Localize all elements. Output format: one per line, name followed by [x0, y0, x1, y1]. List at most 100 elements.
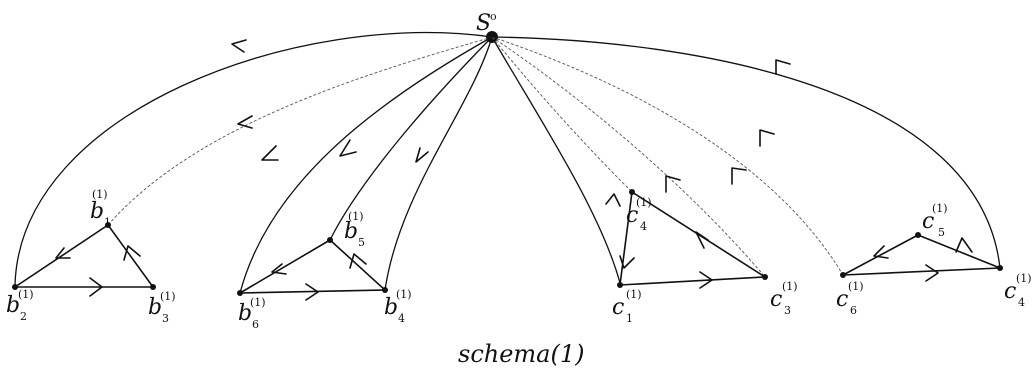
label-b5: b 5 (1) — [344, 210, 365, 249]
svg-text:(1): (1) — [782, 280, 798, 293]
node-b3 — [150, 284, 156, 290]
arrow-arc-c6 — [759, 129, 775, 147]
arrow-b5-b6 — [271, 263, 287, 275]
edge-c5-c4 — [917, 234, 1001, 269]
svg-text:4: 4 — [1018, 296, 1025, 309]
arc-source-c4 — [491, 36, 1001, 269]
edge-b6-b4 — [239, 289, 386, 294]
arrow-arc-b2 — [231, 39, 247, 53]
svg-text:5: 5 — [938, 226, 945, 239]
node-b5 — [327, 237, 333, 243]
arrow-arc-c3b — [731, 167, 747, 185]
arrow-b3-b1 — [123, 245, 141, 261]
source-label-sup: o — [490, 10, 497, 23]
label-c3: c 3 (1) — [770, 280, 798, 317]
node-c1 — [617, 282, 623, 288]
arc-source-b1 — [107, 36, 493, 226]
svg-text:(1): (1) — [160, 290, 176, 303]
node-b4 — [382, 287, 388, 293]
svg-text:(1): (1) — [848, 280, 864, 293]
arrow-arc-c3a — [665, 175, 681, 193]
label-c4a: c 4 (1) — [626, 196, 652, 233]
svg-text:(1): (1) — [92, 188, 108, 201]
arrow-b6-b4 — [305, 283, 319, 301]
arrow-c1-c3 — [699, 271, 713, 289]
svg-text:b: b — [6, 293, 20, 318]
node-c5 — [915, 232, 921, 238]
source-label: S — [476, 11, 491, 36]
arc-source-c6 — [491, 36, 844, 276]
arrow-arc-b1 — [237, 115, 253, 129]
svg-text:c: c — [612, 295, 624, 320]
svg-text:b: b — [148, 295, 162, 320]
svg-text:(1): (1) — [636, 196, 652, 209]
arrow-b2-b3 — [89, 277, 103, 297]
label-b2: b 2 (1) — [6, 288, 34, 323]
svg-text:b: b — [238, 301, 252, 326]
arrow-c4-c5 — [955, 237, 973, 253]
arrow-arc-b6 — [261, 145, 279, 161]
svg-text:b: b — [344, 219, 358, 244]
svg-text:4: 4 — [398, 312, 405, 325]
arrow-arc-c4 — [775, 59, 791, 75]
label-b3: b 3 (1) — [148, 290, 176, 325]
node-c6 — [840, 272, 846, 278]
svg-text:5: 5 — [358, 236, 365, 249]
arc-source-b2 — [14, 31, 493, 286]
svg-text:b: b — [90, 199, 104, 224]
edge-c1-c4a — [619, 191, 633, 286]
arrow-arc-b5 — [339, 139, 357, 157]
label-c4: c 4 (1) — [1004, 272, 1032, 309]
edge-b1-b3 — [107, 224, 154, 288]
node-b1 — [105, 222, 111, 228]
label-c6: c 6 (1) — [836, 280, 864, 317]
svg-text:(1): (1) — [250, 296, 266, 309]
svg-text:6: 6 — [850, 304, 857, 317]
diagram-caption: schema(1) — [458, 340, 584, 368]
node-b2 — [12, 284, 18, 290]
label-c5: c 5 (1) — [922, 202, 948, 239]
svg-text:6: 6 — [252, 318, 259, 331]
edge-b2-b1 — [14, 224, 109, 288]
arrow-b4-b5 — [349, 253, 367, 269]
svg-text:c: c — [922, 209, 934, 234]
node-c4a — [629, 189, 635, 195]
arc-source-b6 — [239, 36, 493, 294]
svg-text:(1): (1) — [348, 210, 364, 223]
label-b4: b 4 (1) — [384, 288, 412, 325]
svg-text:(1): (1) — [396, 288, 412, 301]
label-c1: c 1 (1) — [612, 288, 642, 325]
svg-text:b: b — [384, 295, 398, 320]
arc-source-c4a — [491, 36, 633, 193]
arrow-c5-c6 — [873, 245, 889, 259]
svg-text:3: 3 — [162, 312, 169, 325]
node-c4 — [997, 265, 1003, 271]
svg-text:4: 4 — [640, 220, 647, 233]
node-b6 — [237, 290, 243, 296]
edge-c1-c3 — [619, 276, 766, 286]
arrow-arc-c1 — [605, 193, 621, 207]
svg-text:2: 2 — [20, 310, 27, 323]
svg-text:(1): (1) — [18, 288, 34, 301]
arc-source-c3 — [491, 36, 766, 278]
arrow-c3-c4a — [695, 231, 709, 249]
svg-text:(1): (1) — [626, 288, 642, 301]
svg-text:c: c — [770, 287, 782, 312]
svg-text:c: c — [836, 287, 848, 312]
edge-c6-c5 — [842, 234, 919, 276]
edge-b6-b5 — [239, 239, 331, 294]
svg-text:c: c — [626, 203, 638, 228]
svg-text:c: c — [1004, 279, 1016, 304]
arrow-c4a-c1 — [619, 255, 635, 269]
arrow-c6-c4 — [925, 264, 939, 282]
arc-source-b5 — [329, 36, 493, 241]
arc-source-c1 — [491, 36, 621, 284]
label-b6: b 6 (1) — [238, 296, 266, 331]
edge-c6-c4 — [842, 267, 1001, 276]
svg-text:1: 1 — [626, 312, 633, 325]
svg-text:3: 3 — [784, 304, 791, 317]
svg-text:1: 1 — [104, 216, 111, 229]
edge-b5-b4 — [329, 239, 386, 291]
node-c3 — [762, 274, 768, 280]
